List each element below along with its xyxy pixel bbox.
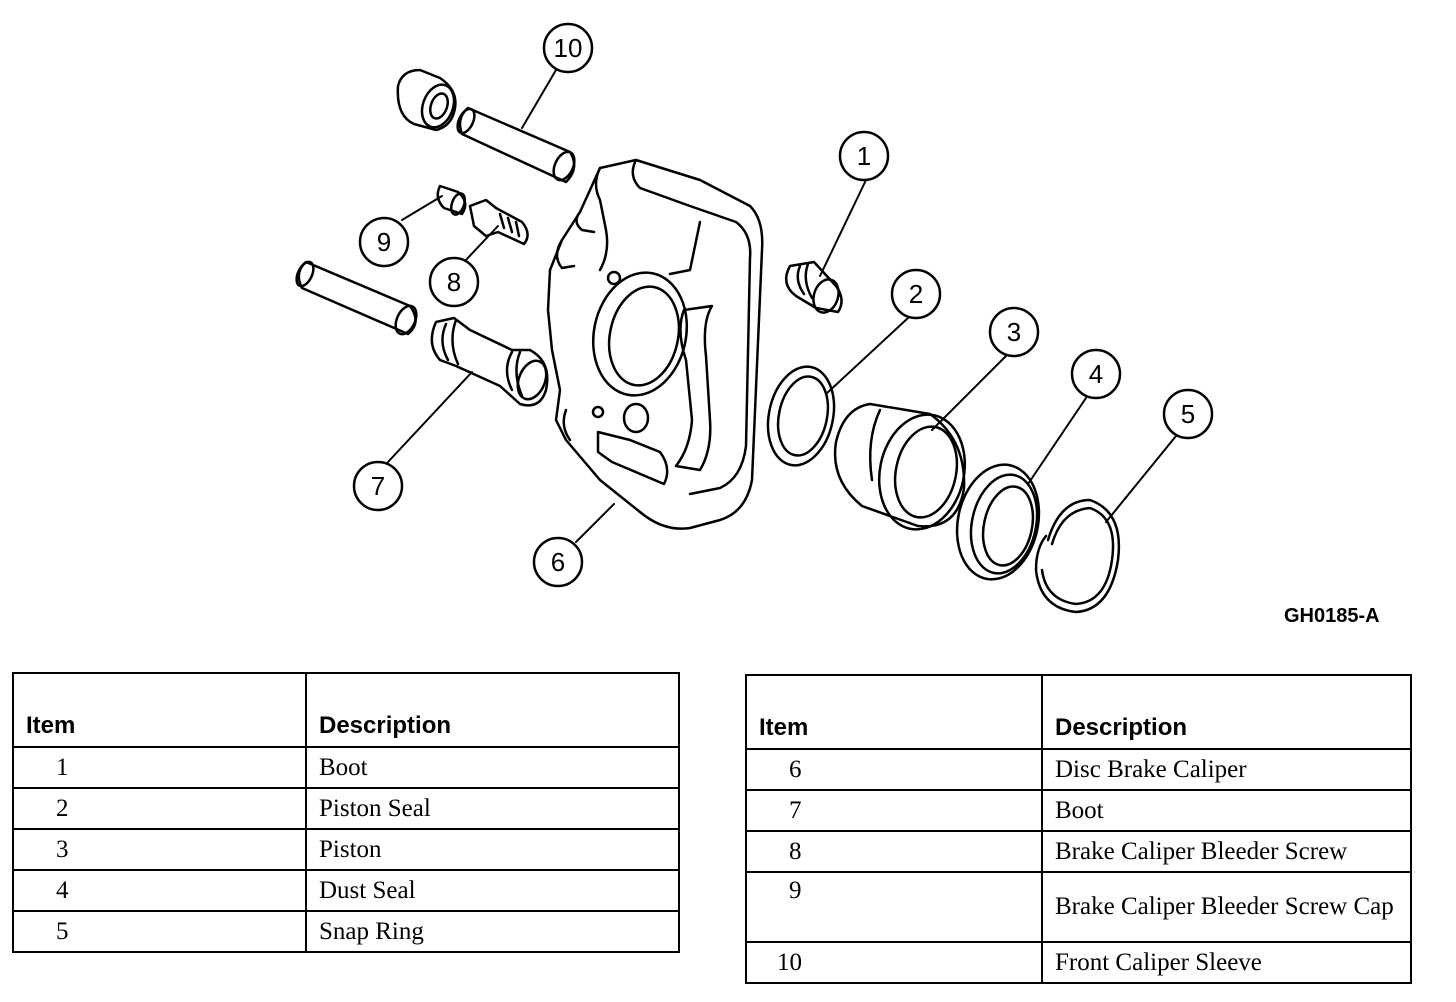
callout-10: 10 [542,22,594,74]
table-row: 4 Dust Seal [12,869,680,912]
boot-part [784,260,843,314]
callout-1: 1 [838,130,890,182]
svg-text:1: 1 [857,141,871,171]
callout-5: 5 [1162,388,1214,440]
snap-ring-part [1034,498,1121,614]
item-description: Dust Seal [305,869,680,912]
item-description: Brake Caliper Bleeder Screw [1041,830,1412,873]
callout-4: 4 [1070,348,1122,400]
item-number: 8 [745,830,1043,873]
item-number: 7 [745,789,1043,832]
item-number: 2 [12,787,307,830]
svg-text:2: 2 [909,279,923,309]
pin-boot-part [430,316,549,407]
item-description: Front Caliper Sleeve [1041,941,1412,984]
svg-text:5: 5 [1181,399,1195,429]
item-column-header: Item [745,674,1043,750]
item-description: Boot [1041,789,1412,832]
item-description: Brake Caliper Bleeder Screw Cap [1041,871,1412,943]
svg-text:8: 8 [447,267,461,297]
description-column-header: Description [305,672,680,748]
table-row: 10 Front Caliper Sleeve [745,941,1412,984]
parts-table-left: Item Description 1 Boot 2 Piston Seal 3 … [12,672,680,953]
table-row: 2 Piston Seal [12,787,680,830]
callout-2: 2 [890,268,942,320]
svg-text:3: 3 [1007,317,1021,347]
callout-7: 7 [352,460,404,512]
item-description: Disc Brake Caliper [1041,748,1412,791]
parts-table-right: Item Description 6 Disc Brake Caliper 7 … [745,674,1412,984]
callout-8: 8 [428,256,480,308]
table-row: 9 Brake Caliper Bleeder Screw Cap [745,871,1412,943]
description-column-header: Description [1041,674,1412,750]
svg-text:4: 4 [1089,359,1103,389]
front-caliper-sleeve-part [456,106,576,184]
item-number: 5 [12,910,307,953]
item-description: Boot [305,746,680,789]
item-number: 10 [745,941,1043,984]
table-header-row: Item Description [12,672,680,748]
caliper-exploded-diagram: 1 2 3 4 5 6 7 8 9 10 [295,22,1214,614]
table-row: 1 Boot [12,746,680,789]
svg-text:6: 6 [551,547,565,577]
item-description: Piston Seal [305,787,680,830]
callout-9: 9 [358,216,410,268]
piston-part [833,402,967,531]
item-number: 3 [12,828,307,871]
table-row: 6 Disc Brake Caliper [745,748,1412,791]
item-number: 6 [745,748,1043,791]
item-column-header: Item [12,672,307,748]
svg-text:10: 10 [554,33,583,63]
disc-brake-caliper-part [546,158,764,530]
bleeder-cap-part [436,184,467,216]
table-row: 7 Boot [745,789,1412,832]
item-description: Snap Ring [305,910,680,953]
svg-text:9: 9 [377,227,391,257]
leader-lines [387,69,1177,543]
callout-6: 6 [532,536,584,588]
callout-3: 3 [988,306,1040,358]
item-number: 4 [12,869,307,912]
svg-text:7: 7 [371,471,385,501]
item-number: 9 [745,871,1043,943]
table-header-row: Item Description [745,674,1412,750]
dust-seal-part [955,463,1041,581]
item-number: 1 [12,746,307,789]
figure-id: GH0185-A [1284,605,1380,627]
sleeve-cap-part [396,68,457,132]
caliper-pin-part [295,260,418,336]
table-row: 8 Brake Caliper Bleeder Screw [745,830,1412,873]
item-description: Piston [305,828,680,871]
table-row: 3 Piston [12,828,680,871]
table-row: 5 Snap Ring [12,910,680,953]
bleeder-screw-part [468,198,529,246]
piston-seal-part [766,365,836,467]
